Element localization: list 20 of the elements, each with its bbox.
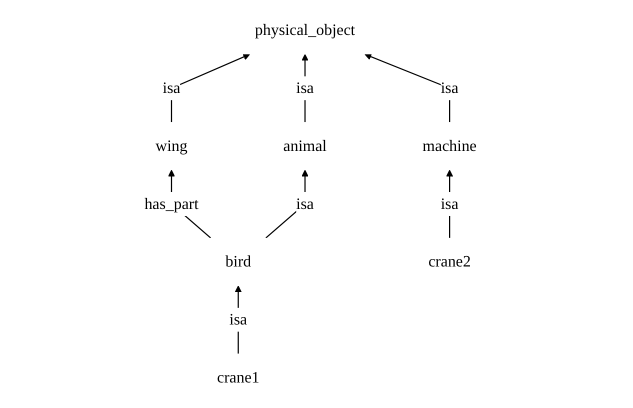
node-text: bird bbox=[226, 253, 252, 271]
node-text: wing bbox=[156, 137, 188, 155]
edge-label: isa bbox=[441, 79, 459, 98]
edge-label: isa bbox=[230, 310, 248, 329]
arrow bbox=[302, 54, 309, 122]
arrow bbox=[171, 54, 250, 122]
edge-label: isa bbox=[163, 79, 181, 98]
edge-label: has_part bbox=[144, 195, 199, 213]
node-text: crane1 bbox=[217, 368, 260, 386]
arrow bbox=[235, 286, 242, 354]
node-text: physical_object bbox=[255, 22, 356, 40]
edge-label: isa bbox=[296, 195, 314, 213]
arrow bbox=[446, 170, 454, 238]
edge-label: isa bbox=[296, 79, 314, 98]
node-text: crane2 bbox=[428, 253, 472, 271]
arrow bbox=[364, 53, 451, 122]
node-text: animal bbox=[284, 137, 328, 155]
edge-label: isa bbox=[441, 195, 459, 213]
node-text: machine bbox=[422, 137, 478, 155]
arrow bbox=[266, 170, 309, 238]
